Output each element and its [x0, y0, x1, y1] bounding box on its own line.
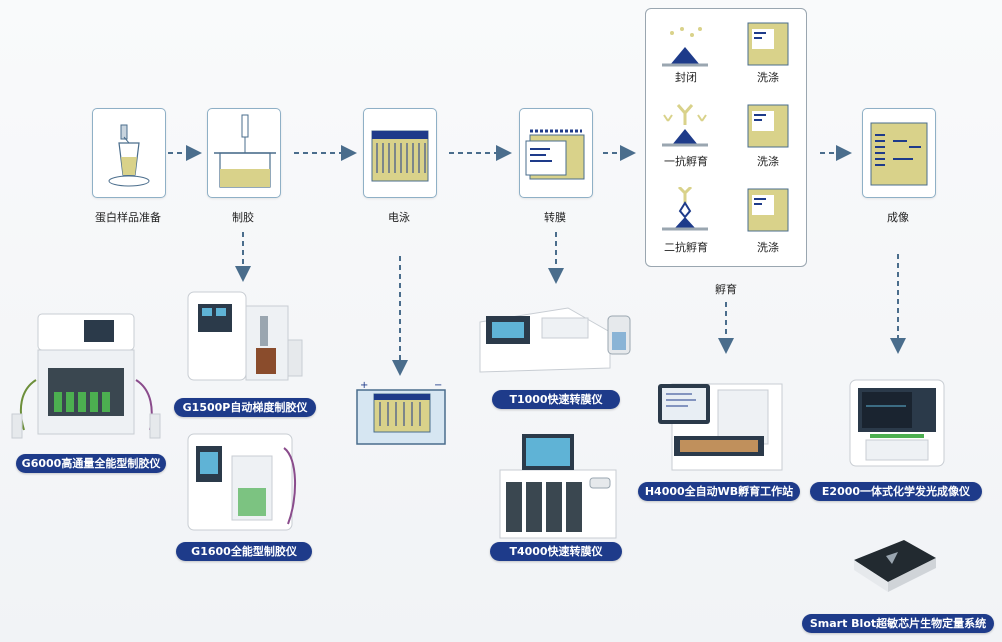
g6000-instrument-image	[11, 313, 161, 439]
svg-text:+: +	[360, 380, 368, 391]
label-blocking: 封闭	[675, 71, 697, 84]
gel-cast-icon	[214, 114, 276, 188]
electrophoresis-icon	[371, 130, 429, 182]
secondary-antibody-icon	[662, 187, 708, 231]
step-label-transfer: 转膜	[544, 211, 566, 224]
step-label-prep: 蛋白样品准备	[95, 211, 161, 224]
step-label-gel: 制胶	[232, 211, 254, 224]
g1600-instrument-image	[187, 433, 296, 531]
label-g1500p: G1500P自动梯度制胶仪	[174, 398, 316, 417]
prep-icon-box	[92, 108, 166, 198]
blocking-icon	[662, 27, 708, 67]
primary-antibody-icon	[662, 104, 708, 147]
step-label-imaging: 成像	[887, 211, 909, 224]
label-h4000: H4000全自动WB孵育工作站	[638, 482, 800, 501]
label-wash-2: 洗涤	[757, 155, 779, 168]
label-wash-3: 洗涤	[757, 241, 779, 254]
wash-icon-3	[747, 188, 789, 232]
wash-icon-2	[747, 104, 789, 148]
label-t4000: T4000快速转膜仪	[490, 542, 622, 561]
g1500p-instrument-image	[187, 291, 303, 381]
blot-image-icon	[870, 122, 928, 186]
label-wash-1: 洗涤	[757, 71, 779, 84]
label-g6000: G6000高通量全能型制胶仪	[16, 454, 166, 473]
label-primary: 一抗孵育	[664, 155, 708, 168]
label-e2000: E2000一体式化学发光成像仪	[810, 482, 982, 501]
label-g1600: G1600全能型制胶仪	[176, 542, 312, 561]
smartblot-instrument-image	[854, 540, 936, 592]
svg-text:−: −	[434, 380, 442, 391]
incubation-panel: 封闭 洗涤 一抗孵育 洗涤 二抗孵育	[645, 8, 807, 267]
e2000-instrument-image	[849, 379, 945, 467]
label-t1000: T1000快速转膜仪	[492, 390, 620, 409]
electro-icon-box	[363, 108, 437, 198]
label-smartblot: Smart Blot超敏芯片生物定量系统	[802, 614, 994, 633]
h4000-instrument-image	[658, 383, 783, 471]
transfer-icon-box	[519, 108, 593, 198]
electrophoresis-tank-icon: + −	[356, 380, 446, 445]
imaging-icon-box	[862, 108, 936, 198]
step-label-incubation: 孵育	[715, 283, 737, 296]
label-secondary: 二抗孵育	[664, 241, 708, 254]
t1000-instrument-image	[479, 307, 631, 373]
gel-icon-box	[207, 108, 281, 198]
transfer-icon	[525, 129, 585, 180]
wash-icon-1	[747, 22, 789, 66]
step-label-electro: 电泳	[388, 211, 410, 224]
tube-icon	[108, 124, 150, 187]
t4000-instrument-image	[499, 434, 617, 539]
